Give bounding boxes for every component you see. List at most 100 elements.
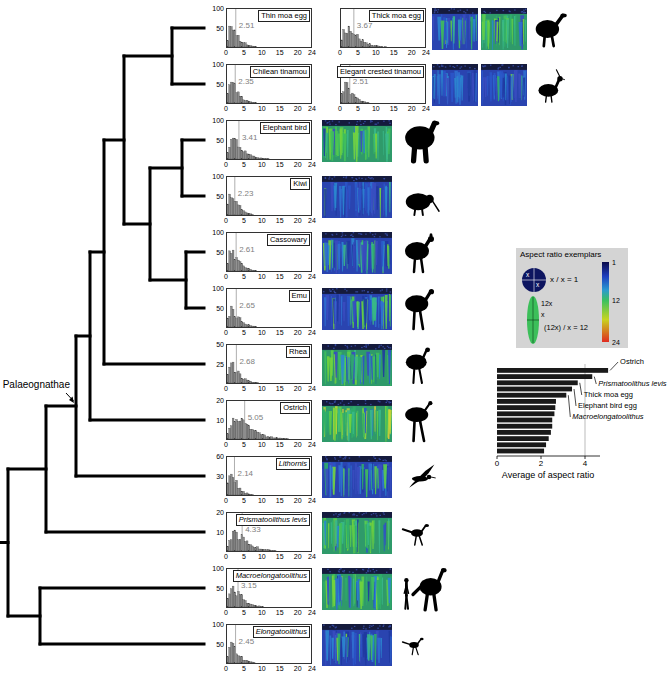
speck (360, 233, 362, 234)
axis-tick: 24 (308, 665, 316, 672)
mean-line (235, 9, 236, 47)
crystal-streak (374, 466, 377, 494)
tree-branch (8, 468, 46, 471)
speck (359, 512, 361, 513)
histogram-bar (350, 31, 352, 47)
crystal-streak (487, 76, 489, 96)
animal-silhouette (406, 193, 439, 215)
histogram-bar (257, 606, 259, 607)
histogram-bar (231, 642, 233, 663)
histogram-bar (252, 326, 254, 327)
speck (489, 12, 491, 13)
speck (375, 233, 377, 234)
crystal-streak (370, 300, 372, 325)
crystal-streak (379, 188, 381, 218)
histogram-bar (252, 214, 254, 215)
speck (332, 120, 334, 121)
crystal-streak (332, 467, 336, 495)
histogram-panel: Chilean tinamou2.35 (226, 64, 312, 104)
axis-tick-mark (585, 456, 586, 459)
histogram-bar (231, 27, 233, 47)
axis-tick: 24 (308, 497, 316, 504)
micrograph (322, 568, 392, 610)
silhouette-part (542, 36, 546, 46)
axis-tick: 10 (372, 105, 380, 112)
histogram-bar (238, 421, 240, 439)
histogram-bar (367, 44, 369, 47)
crystal-streak (335, 241, 338, 274)
speck (361, 234, 363, 235)
speck (384, 348, 386, 349)
histogram-bar (232, 531, 234, 551)
axis-tick: 50 (216, 25, 224, 32)
crystal-streak (381, 241, 384, 266)
dimension-label: x (536, 282, 539, 289)
average-bar (497, 411, 554, 416)
histogram-bar (271, 437, 273, 439)
speck (370, 232, 372, 233)
mean-value: 3.67 (356, 22, 374, 30)
speck (376, 570, 378, 571)
histogram-bar (227, 483, 229, 495)
silhouette-part (414, 147, 415, 161)
crystal-streak (359, 634, 360, 662)
speck (336, 288, 338, 289)
histogram-bar (264, 435, 266, 439)
histogram-bar (231, 306, 233, 327)
micrograph (322, 344, 392, 386)
speck (344, 512, 346, 513)
axis-tick: 20 (408, 105, 416, 112)
silhouette-part (403, 529, 412, 532)
speck (436, 10, 438, 11)
tree-branch (124, 223, 150, 226)
histogram-bar (227, 204, 229, 215)
silhouette-part (421, 258, 423, 272)
crystal-streak (338, 408, 340, 431)
histogram-bar (245, 324, 247, 327)
crystal-streak (508, 75, 510, 104)
histogram-bar (346, 33, 348, 47)
axis-tick: 100 (212, 5, 224, 12)
speck (327, 122, 329, 123)
speck (336, 234, 338, 235)
histogram-bar (227, 374, 229, 383)
axis-tick: 24 (308, 105, 316, 112)
crystal-streak (354, 246, 355, 268)
crystal-streak (324, 189, 326, 218)
species-name: Ostrich (280, 402, 310, 414)
histogram-bar (252, 605, 254, 607)
crystal-streak (375, 410, 376, 434)
species-name: Emu (289, 290, 310, 302)
micrograph (481, 8, 527, 50)
speck (485, 12, 487, 13)
histogram-bar (227, 318, 229, 327)
histogram-bar (255, 270, 257, 271)
crystal-streak (523, 19, 525, 44)
histogram-bar (232, 250, 234, 271)
outer-layer (322, 120, 392, 126)
histogram-bar (364, 102, 366, 103)
crystal-streak (502, 20, 504, 49)
crystal-streak (365, 469, 368, 497)
speck (365, 347, 367, 348)
histogram-bar (278, 438, 280, 439)
mean-line (236, 233, 237, 271)
speck (367, 571, 369, 572)
dimension-label: 12x (541, 300, 552, 307)
speck (335, 458, 337, 459)
crystal-streak (362, 356, 364, 385)
axis-tick: 10 (258, 217, 266, 224)
histogram-bar (231, 426, 233, 439)
crystal-streak (444, 74, 447, 96)
histogram-bar (234, 373, 236, 383)
speck (521, 11, 523, 12)
leader-line (574, 389, 576, 406)
silhouette-part (428, 401, 432, 405)
speck (332, 403, 334, 404)
axis-tick: 10 (258, 329, 266, 336)
histogram-bar (385, 46, 387, 47)
speck (389, 626, 391, 627)
speck (472, 12, 474, 13)
silhouette-part (409, 478, 423, 488)
speck (521, 66, 523, 67)
